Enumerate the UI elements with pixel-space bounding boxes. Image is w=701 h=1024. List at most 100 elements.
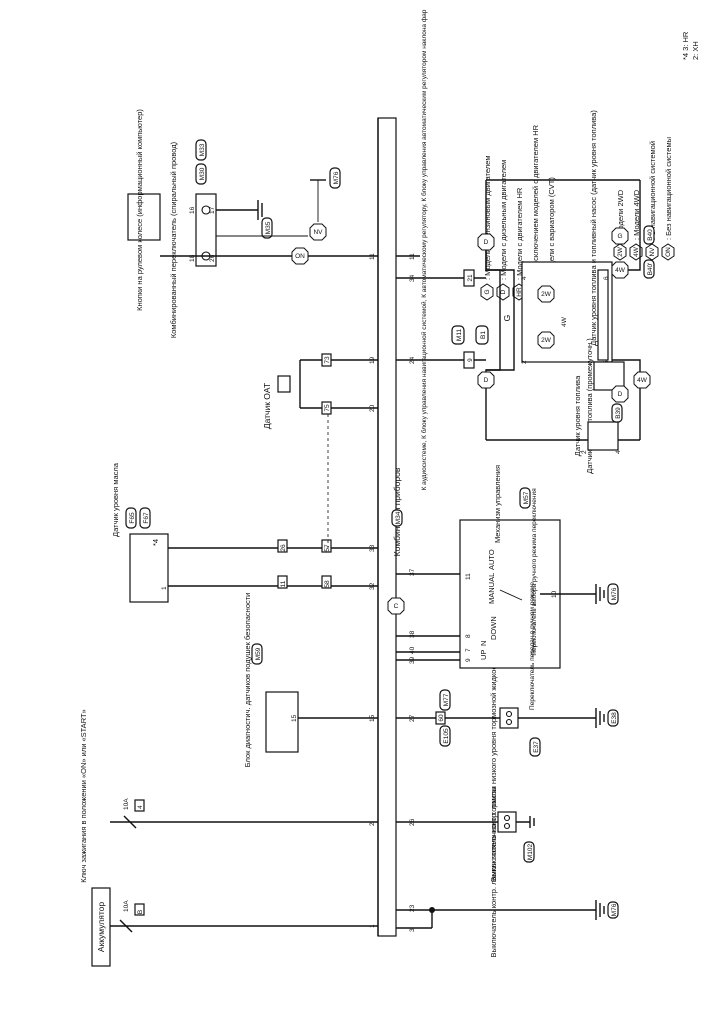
svg-text:2W: 2W	[541, 291, 552, 298]
svg-text:Датчик OAT: Датчик OAT	[262, 383, 272, 429]
svg-text:26: 26	[209, 254, 216, 262]
svg-text:Механизм управления: Механизм управления	[493, 465, 502, 543]
svg-text:2: XH: 2: XH	[691, 41, 700, 60]
svg-text:C: C	[394, 603, 399, 610]
svg-text:Выключатель контр. лампы стоян: Выключатель контр. лампы стояночного тор…	[489, 786, 498, 958]
svg-text:8: 8	[465, 634, 472, 638]
legend-item-gasoline: : Модели с бензиновым двигателем	[483, 156, 492, 280]
svg-text:26: 26	[409, 818, 416, 826]
fuse-icon	[119, 919, 133, 933]
svg-text:10A: 10A	[123, 798, 130, 810]
svg-text:B1: B1	[480, 331, 487, 339]
svg-text:F67: F67	[143, 512, 150, 524]
svg-text:4: 4	[137, 805, 144, 809]
svg-text:20: 20	[369, 404, 376, 412]
svg-text:M59: M59	[255, 647, 262, 660]
svg-text:M77: M77	[443, 693, 450, 706]
svg-text:2W: 2W	[541, 337, 552, 344]
battery-label: Аккумулятор	[96, 902, 106, 952]
svg-text:6: 6	[603, 276, 610, 280]
parking-brake-switch: 26 Выключатель контр. лампы стояночного …	[396, 786, 535, 958]
brake-fluid-switch: 27 60 M77 E105 E38 Выключатель контр. ла…	[396, 658, 619, 882]
svg-text:4W: 4W	[637, 377, 648, 384]
svg-text:HR: HR	[516, 287, 523, 297]
svg-text:10: 10	[551, 590, 558, 598]
legend-item-nav: : С навигационной системой	[648, 141, 657, 240]
svg-text:11: 11	[280, 580, 287, 587]
legend-item-hr: : Модели с двигателем HR	[515, 187, 524, 280]
svg-text:ON: ON	[665, 247, 672, 257]
svg-text:N: N	[479, 641, 488, 646]
svg-text:NV: NV	[649, 247, 656, 257]
svg-text:11: 11	[409, 253, 416, 260]
svg-text:11: 11	[465, 573, 472, 580]
svg-text:2: 2	[521, 360, 528, 364]
svg-text:NV: NV	[313, 229, 323, 236]
svg-text:4: 4	[615, 450, 622, 454]
oat-sensor-body	[277, 375, 291, 393]
svg-text:26: 26	[280, 544, 287, 552]
svg-text:G: G	[502, 315, 512, 322]
ignition-label: Ключ зажигания в положении «ON» или «STA…	[79, 709, 88, 882]
svg-text:16: 16	[189, 206, 196, 214]
battery-box	[91, 887, 111, 967]
svg-text:B40': B40'	[647, 263, 654, 276]
svg-text:24: 24	[409, 356, 416, 364]
svg-text:4: 4	[521, 276, 528, 280]
svg-text:37: 37	[409, 568, 416, 576]
svg-text:UP: UP	[479, 650, 488, 660]
svg-text:Выключатель контр. лампы низко: Выключатель контр. лампы низкого уровня …	[489, 658, 498, 882]
svg-text:19: 19	[369, 356, 376, 364]
svg-text:*4: *4	[151, 539, 160, 546]
svg-text:Датчик уровня топлива (промежу: Датчик уровня топлива (промежуточн.)	[585, 338, 594, 474]
svg-text:MANUAL: MANUAL	[487, 573, 496, 604]
svg-text:Комбинированный переключатель: Комбинированный переключатель (спиральны…	[169, 141, 178, 338]
svg-text:M33: M33	[199, 143, 206, 156]
svg-text:2W: 2W	[617, 246, 624, 257]
svg-text:17: 17	[209, 206, 216, 214]
svg-text:E105: E105	[443, 728, 450, 744]
svg-text:9: 9	[465, 658, 472, 662]
legend-item-xh: : За исключением моделей с двигателем HR	[531, 124, 540, 280]
svg-text:G: G	[617, 233, 622, 240]
svg-text:10A: 10A	[123, 900, 130, 912]
m34-connector: M34	[395, 511, 402, 524]
svg-text:23: 23	[409, 904, 416, 912]
oat-sensor: 19 20 73 75 Датчик OAT	[262, 353, 378, 548]
svg-text:38: 38	[409, 630, 416, 638]
svg-text:7: 7	[465, 648, 472, 652]
oil-level-sensor: *4 1 32 33 Датчик уровня масла F65 F67 1…	[111, 462, 378, 603]
legend-item-cvt: : Модели с вариатором (CVT)	[547, 177, 556, 280]
svg-text:40: 40	[409, 646, 416, 654]
svg-text:3: 3	[409, 928, 416, 932]
svg-text:27: 27	[409, 714, 416, 722]
svg-text:15: 15	[291, 714, 298, 722]
svg-text:2: 2	[369, 822, 376, 826]
svg-text:Датчик уровня топлива: Датчик уровня топлива	[573, 375, 582, 456]
legend-item-2wd: : Модели 2WD	[616, 189, 625, 240]
svg-text:ON: ON	[295, 253, 305, 260]
svg-text:57: 57	[324, 544, 331, 552]
battery-branch: Аккумулятор 10A B 1	[91, 887, 378, 967]
svg-text:M35: M35	[265, 221, 272, 234]
legend-item-no-nav: : Без навигационной системы	[664, 137, 673, 240]
legend-item-diesel: : Модели с дизельным двигателем	[499, 160, 508, 280]
combination-meter-block: Комбинация приборов M34	[377, 117, 403, 937]
svg-text:4W: 4W	[633, 246, 640, 257]
svg-text:11: 11	[369, 253, 376, 260]
svg-text:75: 75	[324, 404, 331, 412]
svg-text:DOWN: DOWN	[489, 616, 498, 640]
svg-text:*4 3: HR: *4 3: HR	[681, 31, 690, 60]
svg-text:D: D	[618, 391, 623, 398]
svg-text:M76: M76	[333, 171, 340, 184]
svg-text:M30: M30	[199, 167, 206, 180]
legend-item-4wd: : Модели 4WD	[632, 189, 641, 240]
svg-text:4W: 4W	[615, 267, 626, 274]
svg-text:60: 60	[438, 714, 445, 722]
ground-m76-bottom: 23 3 M76	[396, 900, 619, 932]
svg-text:73: 73	[324, 356, 331, 364]
svg-text:2: 2	[581, 450, 588, 454]
svg-text:M102: M102	[527, 843, 534, 860]
svg-text:39: 39	[409, 656, 416, 664]
